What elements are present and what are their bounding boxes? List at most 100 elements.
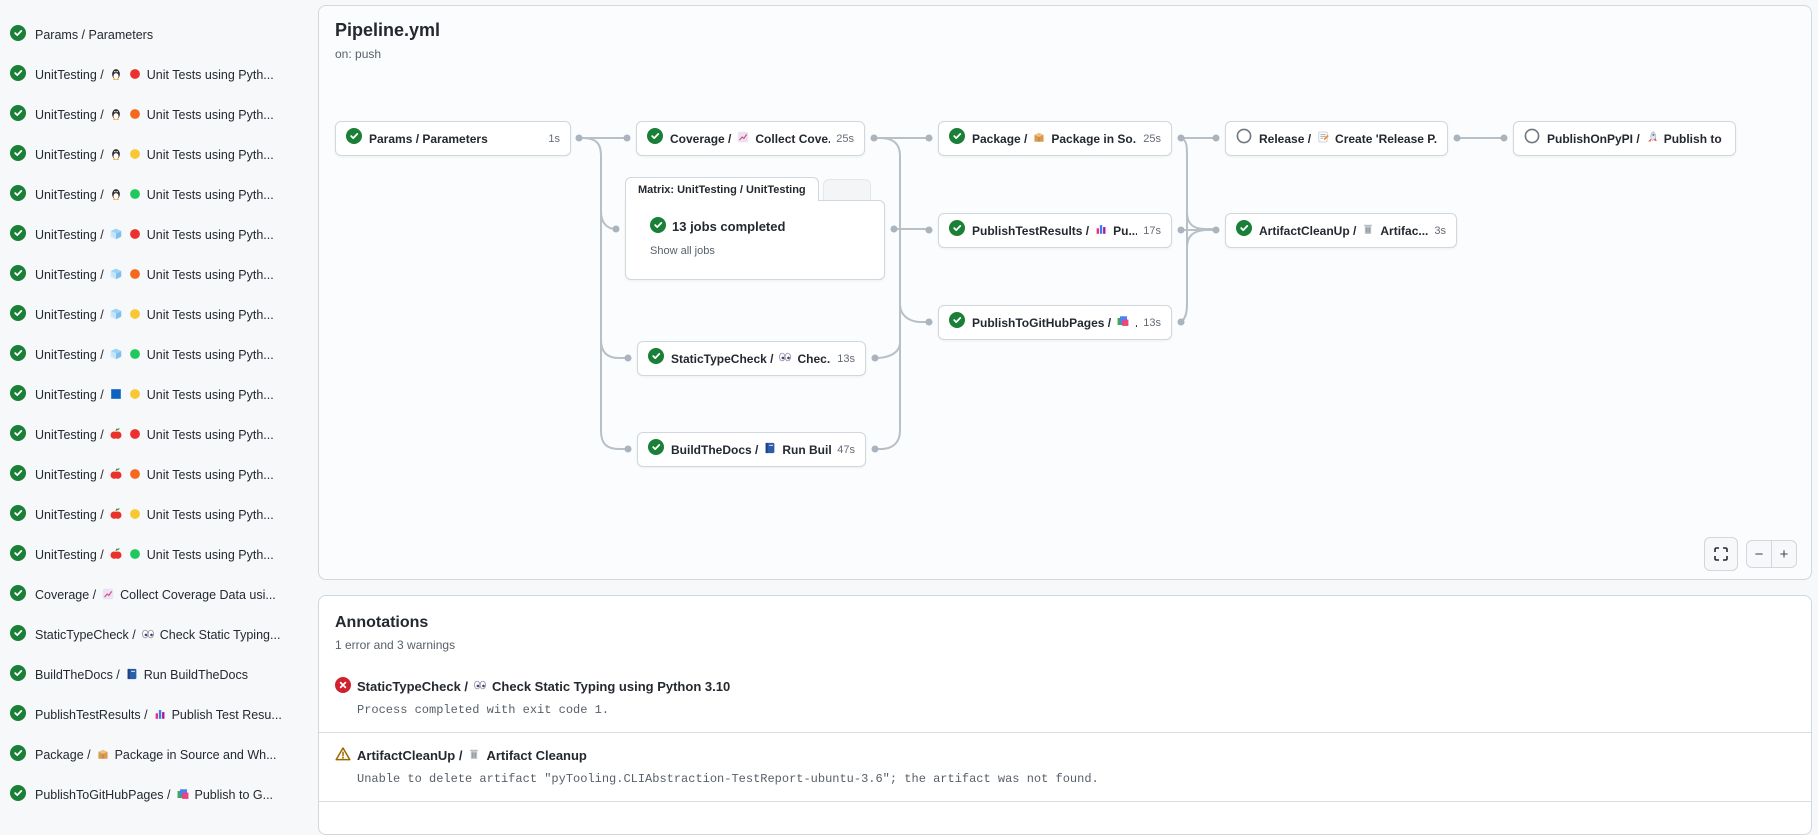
sidebar-job-item[interactable]: UnitTesting /Unit Tests using Pyth... (0, 55, 314, 95)
cube-icon (109, 227, 123, 244)
sidebar-job-item[interactable]: UnitTesting /Unit Tests using Pyth... (0, 175, 314, 215)
sidebar-job-item[interactable]: Package /Package in Source and Wh... (0, 735, 314, 775)
cube-icon (109, 267, 123, 284)
py-red-icon (128, 427, 142, 444)
sidebar-job-label: PublishTestResults /Publish Test Resu... (35, 707, 282, 724)
sidebar-job-item[interactable]: Params / Parameters (0, 15, 314, 55)
sidebar-job-item[interactable]: UnitTesting /Unit Tests using Pyth... (0, 335, 314, 375)
zoom-in-button[interactable]: + (1779, 545, 1789, 563)
apple-icon (109, 467, 123, 484)
label-text: Coverage / (670, 131, 732, 146)
cube-icon (109, 347, 123, 364)
frames-icon (1116, 314, 1130, 331)
zoom-out-button[interactable]: − (1747, 541, 1772, 567)
label-text: PublishOnPyPI / (1547, 131, 1640, 146)
node-label: PublishOnPyPI /Publish to ... (1547, 130, 1725, 147)
py-green-icon (128, 347, 142, 364)
success-icon (10, 264, 26, 286)
sidebar-job-item[interactable]: StaticTypeCheck /Check Static Typing... (0, 615, 314, 655)
sidebar-job-label: UnitTesting /Unit Tests using Pyth... (35, 547, 274, 564)
success-icon (949, 128, 965, 149)
sidebar-job-item[interactable]: UnitTesting /Unit Tests using Pyth... (0, 95, 314, 135)
annotations-summary: 1 error and 3 warnings (335, 638, 456, 652)
sidebar-job-item[interactable]: UnitTesting /Unit Tests using Pyth... (0, 455, 314, 495)
sidebar-job-item[interactable]: PublishToGitHubPages / Publish to G... (0, 775, 314, 815)
check-circle-icon (650, 217, 666, 236)
label-text: StaticTypeCheck / (35, 628, 136, 642)
sidebar-job-item[interactable]: UnitTesting /Unit Tests using Pyth... (0, 375, 314, 415)
success-icon (10, 664, 26, 686)
success-icon (949, 220, 965, 241)
node-duration: 13s (837, 352, 855, 365)
matrix-body: 13 jobs completed Show all jobs (625, 200, 885, 280)
success-icon (10, 144, 26, 166)
node-label: Package / Package in So... (972, 130, 1137, 147)
label-text: Collect Cove... (755, 131, 831, 146)
rocket-icon (1645, 130, 1659, 147)
label-text: BuildTheDocs / (35, 668, 120, 682)
label-text: Package in So... (1051, 131, 1138, 146)
sidebar-job-item[interactable]: UnitTesting /Unit Tests using Pyth... (0, 255, 314, 295)
linux-icon (109, 107, 123, 124)
label-text: StaticTypeCheck / (357, 679, 469, 694)
sidebar-job-item[interactable]: Coverage /Collect Coverage Data usi... (0, 575, 314, 615)
sidebar-job-label: UnitTesting /Unit Tests using Pyth... (35, 267, 274, 284)
sidebar-job-label: UnitTesting /Unit Tests using Pyth... (35, 147, 274, 164)
label-text: Unit Tests using Pyth... (146, 188, 274, 202)
sidebar-job-item[interactable]: UnitTesting /Unit Tests using Pyth... (0, 495, 314, 535)
show-all-jobs-link[interactable]: Show all jobs (650, 245, 715, 257)
label-text: Package / (972, 131, 1028, 146)
fullscreen-button[interactable] (1704, 537, 1738, 571)
label-text: PublishToGitHubPages / (35, 788, 171, 802)
label-text: Unit Tests using Pyth... (146, 468, 274, 482)
label-text: UnitTesting / (35, 388, 104, 402)
label-text: Pu... (1113, 223, 1138, 238)
py-green-icon (128, 187, 142, 204)
graph-node-ghpages[interactable]: PublishToGitHubPages /...13s (938, 305, 1172, 340)
sidebar-job-item[interactable]: UnitTesting /Unit Tests using Pyth... (0, 535, 314, 575)
matrix-header-tab: Matrix: UnitTesting / UnitTesting (625, 177, 819, 201)
sidebar-job-item[interactable]: UnitTesting /Unit Tests using Pyth... (0, 135, 314, 175)
matrix-group: Matrix: UnitTesting / UnitTesting 13 job… (625, 177, 885, 280)
py-yellow-icon (128, 307, 142, 324)
label-text: PublishToGitHubPages / (972, 315, 1112, 330)
success-icon (10, 184, 26, 206)
graph-node-buildthedocs[interactable]: BuildTheDocs /Run Buil...47s (637, 432, 866, 467)
label-text: Publish to G... (194, 788, 274, 802)
label-text: Run BuildTheDocs (143, 668, 248, 682)
sidebar-job-item[interactable]: UnitTesting /Unit Tests using Pyth... (0, 295, 314, 335)
book-icon (125, 667, 139, 684)
sidebar-job-item[interactable]: PublishTestResults /Publish Test Resu... (0, 695, 314, 735)
annotations-panel: Annotations 1 error and 3 warnings Stati… (318, 595, 1812, 835)
graph-node-pypi[interactable]: PublishOnPyPI /Publish to ... (1513, 121, 1736, 156)
sidebar-job-item[interactable]: UnitTesting /Unit Tests using Pyth... (0, 415, 314, 455)
sidebar-job-item[interactable]: BuildTheDocs / Run BuildTheDocs (0, 655, 314, 695)
graph-node-statictype[interactable]: StaticTypeCheck /Chec...13s (637, 341, 866, 376)
graph-node-cleanup[interactable]: ArtifactCleanUp /Artifac...3s (1225, 213, 1457, 248)
graph-node-coverage[interactable]: Coverage /Collect Cove...25s (636, 121, 865, 156)
chart-icon (101, 587, 115, 604)
annotations-list: StaticTypeCheck / Check Static Typing usi… (319, 664, 1811, 802)
annotations-title: Annotations (335, 614, 429, 631)
graph-node-package[interactable]: Package /Package in So...25s (938, 121, 1172, 156)
label-text: UnitTesting / (35, 428, 104, 442)
success-icon (10, 784, 26, 806)
sidebar-job-label: UnitTesting /Unit Tests using Pyth... (35, 227, 274, 244)
matrix-summary[interactable]: 13 jobs completed (650, 217, 884, 236)
graph-node-testresults[interactable]: PublishTestResults /Pu...17s (938, 213, 1172, 248)
success-icon (10, 344, 26, 366)
graph-edges (575, 134, 1508, 453)
success-icon (10, 224, 26, 246)
node-label: PublishToGitHubPages /... (972, 314, 1137, 331)
label-text: Coverage / (35, 588, 97, 602)
success-icon (10, 424, 26, 446)
graph-node-release[interactable]: Release /Create 'Release P... (1225, 121, 1448, 156)
sidebar-job-item[interactable]: UnitTesting /Unit Tests using Pyth... (0, 215, 314, 255)
sidebar-job-label: BuildTheDocs / Run BuildTheDocs (35, 667, 248, 684)
label-text: Check Static Typing using Python 3.10 (492, 679, 731, 694)
matrix-summary-label: 13 jobs completed (672, 219, 786, 234)
success-icon (10, 384, 26, 406)
